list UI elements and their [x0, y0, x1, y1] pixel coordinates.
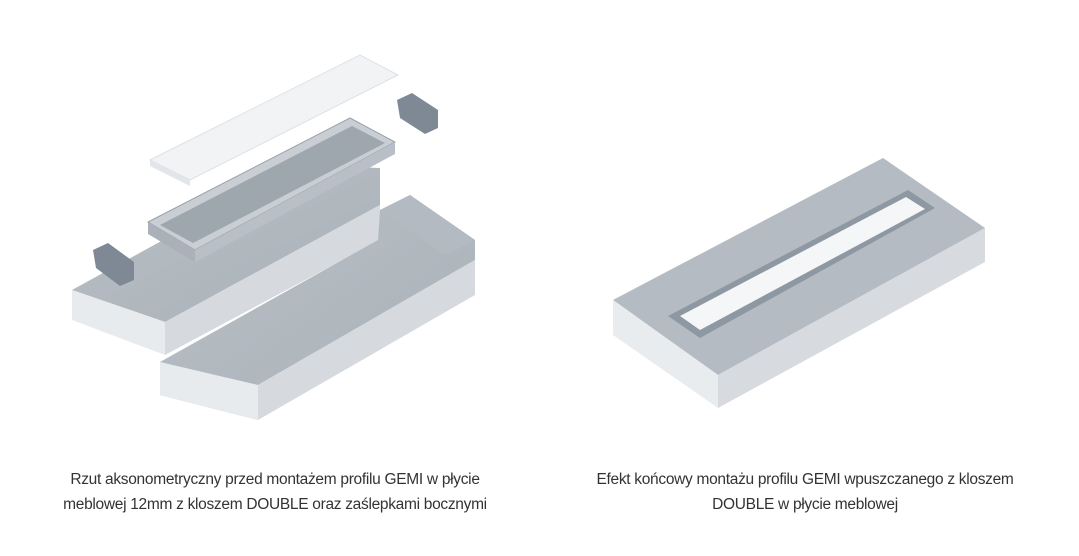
- caption-right: Efekt końcowy montażu profilu GEMI wpusz…: [540, 467, 1070, 517]
- caption-line: meblowej 12mm z kloszem DOUBLE oraz zaśl…: [63, 496, 487, 513]
- caption-line: DOUBLE w płycie meblowej: [712, 496, 898, 513]
- diffuser-visible: [680, 197, 925, 330]
- end-cap-left: [93, 243, 134, 286]
- caption-line: Efekt końcowy montażu profilu GEMI wpusz…: [596, 471, 1014, 488]
- caption-line: Rzut aksonometryczny przed montażem prof…: [70, 471, 480, 488]
- exploded-assembly-illustration: [72, 54, 475, 420]
- end-cap-right: [397, 93, 438, 134]
- mounted-profile-illustration: [613, 158, 985, 408]
- diffuser-double: [148, 54, 400, 181]
- board-piece-lower: [160, 195, 475, 420]
- caption-left: Rzut aksonometryczny przed montażem prof…: [0, 467, 550, 517]
